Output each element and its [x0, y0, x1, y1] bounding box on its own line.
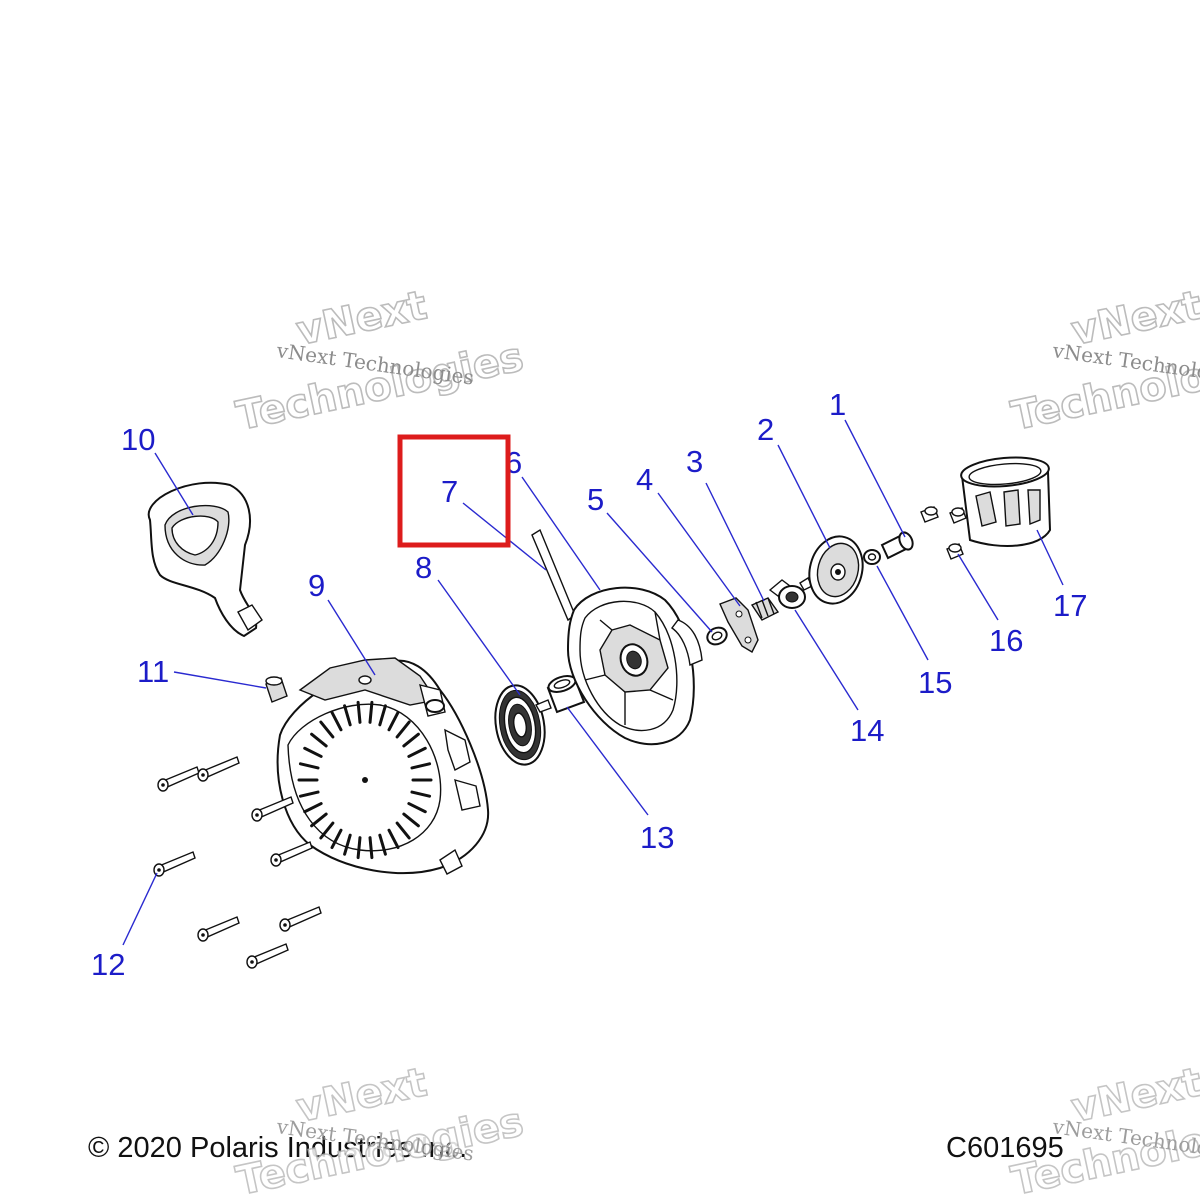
vent-slot	[330, 828, 343, 850]
leader-15	[876, 565, 929, 661]
leader-7	[462, 502, 547, 571]
vent-slot	[368, 836, 374, 860]
callout-11[interactable]: 11	[137, 654, 169, 689]
vent-slot	[378, 833, 387, 856]
vent-slot	[298, 790, 320, 798]
screw	[197, 756, 240, 782]
leader-2	[777, 444, 831, 549]
part-pawl	[719, 597, 759, 653]
screw	[279, 906, 322, 932]
vent-slot	[387, 828, 400, 850]
leader-9	[327, 599, 376, 676]
callout-16[interactable]: 16	[989, 623, 1023, 658]
callout-1[interactable]: 1	[829, 387, 846, 422]
vent-slot	[356, 700, 362, 724]
leader-10	[154, 452, 194, 516]
vent-slot	[319, 720, 335, 739]
copyright-text: © 2020 Polaris Industries Inc.	[88, 1132, 467, 1164]
vent-slot	[343, 833, 352, 856]
vent-slot	[378, 704, 387, 727]
part-spring-3	[750, 597, 780, 621]
leader-8	[437, 579, 521, 696]
leader-1	[844, 419, 906, 538]
callout-5[interactable]: 5	[587, 482, 604, 517]
callout-labels: 1 2 3 4 5 6 7 8 9 10 11 12 13 14 15 16 1…	[91, 387, 1087, 982]
leader-16	[957, 553, 999, 621]
part-recoil-housing	[276, 657, 490, 875]
vent-slot	[395, 821, 411, 840]
vent-slot	[368, 700, 374, 724]
vent-slot	[356, 836, 362, 860]
part-bushing-13	[546, 675, 586, 714]
vent-slot	[410, 762, 432, 770]
part-washer	[863, 549, 881, 565]
leader-13	[566, 706, 649, 816]
callout-4[interactable]: 4	[636, 462, 653, 497]
callout-17[interactable]: 17	[1053, 588, 1087, 623]
watermark-bottom-left: vNext Technologies vNext Technologies	[232, 1059, 529, 1200]
vent-slot	[410, 790, 432, 798]
vent-slot	[298, 762, 320, 770]
callout-9[interactable]: 9	[308, 568, 325, 603]
leader-lines	[122, 419, 1064, 946]
callout-15[interactable]: 15	[918, 665, 952, 700]
vent-slot	[310, 732, 328, 748]
vent-slot	[310, 812, 328, 828]
screw	[251, 796, 294, 822]
callout-8[interactable]: 8	[415, 550, 432, 585]
part-starter-handle	[147, 481, 263, 638]
screw	[270, 841, 313, 867]
watermark-bottom-right: vNext Technologies vNext Technologies	[1007, 1059, 1200, 1200]
callout-10[interactable]: 10	[121, 422, 155, 457]
vent-slot	[319, 821, 335, 840]
vent-slot	[407, 802, 427, 814]
part-friction-plate	[768, 576, 813, 609]
housing-vent-slots	[297, 700, 433, 860]
housing-center-hole	[362, 777, 368, 783]
leader-17	[1036, 529, 1064, 586]
vent-slot	[402, 732, 420, 748]
part-bolts-16	[920, 506, 967, 560]
leader-5	[606, 512, 713, 633]
leader-6	[521, 476, 601, 591]
vent-slot	[303, 746, 323, 758]
leader-14	[794, 609, 859, 711]
callout-12[interactable]: 12	[91, 947, 125, 982]
leader-12	[122, 872, 158, 946]
vent-slot	[303, 802, 323, 814]
screw	[153, 851, 196, 877]
callout-2[interactable]: 2	[757, 412, 774, 447]
part-pulley	[566, 586, 703, 746]
callout-13[interactable]: 13	[640, 820, 674, 855]
vent-slot	[387, 710, 400, 732]
screw	[157, 766, 200, 792]
screw	[197, 916, 240, 942]
part-screws-12	[153, 756, 322, 969]
watermark-top-left: vNext Technologies vNext Technologies	[232, 282, 529, 441]
leader-11	[173, 671, 267, 689]
part-starter-cup	[960, 456, 1052, 547]
callout-3[interactable]: 3	[686, 444, 703, 479]
vent-slot	[343, 704, 352, 727]
vent-slot	[407, 746, 427, 758]
part-bolt	[880, 531, 914, 560]
vent-slot	[402, 812, 420, 828]
vent-slot	[395, 720, 411, 739]
part-bushing-11	[265, 676, 288, 703]
part-cover-plate	[808, 535, 864, 605]
highlight-box	[397, 434, 511, 548]
diagram-code: C601695	[946, 1132, 1064, 1164]
screw	[246, 943, 289, 969]
callout-14[interactable]: 14	[850, 713, 884, 748]
leader-4	[657, 492, 741, 607]
vent-slot	[330, 710, 343, 732]
leader-3	[705, 482, 765, 602]
part-recoil-spring	[494, 684, 552, 766]
callout-7[interactable]: 7	[441, 474, 458, 509]
watermark-top-right: vNext Technologies vNext Technologies	[1007, 282, 1200, 441]
